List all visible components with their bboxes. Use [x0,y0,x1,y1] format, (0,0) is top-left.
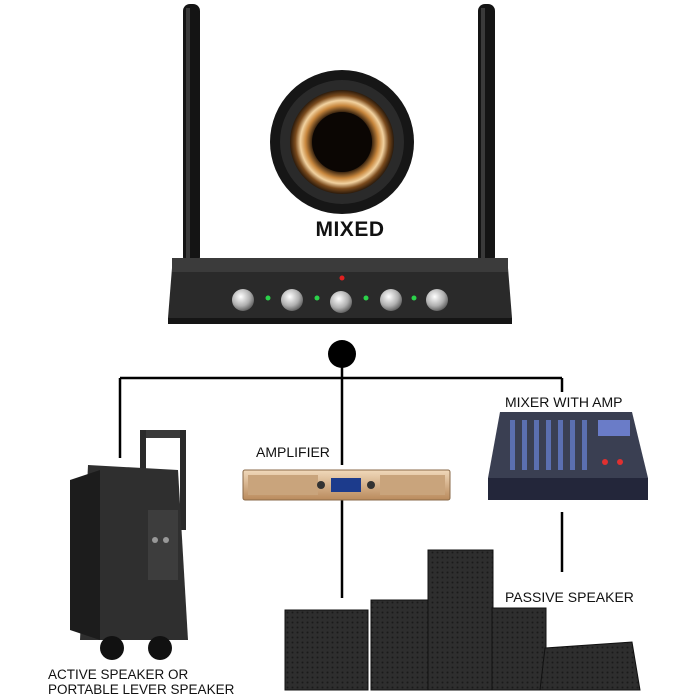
mixer-label: MIXER WITH AMP [505,394,623,410]
active-speaker [70,430,188,660]
active-speaker-label: ACTIVE SPEAKER OR PORTABLE LEVER SPEAKER [48,667,234,697]
mixer-with-amp [488,412,648,500]
rf-leds [265,295,417,301]
active-speaker-label-line1: ACTIVE SPEAKER OR [48,667,189,682]
connection-lines [118,355,564,598]
amplifier [242,469,451,501]
jack-title: MIXED [315,218,385,241]
connection-hub-dot [328,340,356,368]
power-led [339,275,345,281]
volume-knobs [232,289,448,313]
wireless-receiver [168,258,512,324]
amplifier-label: AMPLIFIER [256,444,330,460]
knob-vol-b[interactable] [281,289,303,311]
passive-speakers [284,549,641,691]
knob-vol-a[interactable] [232,289,254,311]
antenna-right [478,4,495,264]
mixed-jack-illustration [270,70,414,214]
antenna-left [183,4,200,264]
active-speaker-label-line2: PORTABLE LEVER SPEAKER [48,682,235,697]
passive-speaker-label: PASSIVE SPEAKER [505,589,634,605]
knob-master[interactable] [330,291,352,313]
knob-vol-c[interactable] [380,289,402,311]
knob-vol-d[interactable] [426,289,448,311]
